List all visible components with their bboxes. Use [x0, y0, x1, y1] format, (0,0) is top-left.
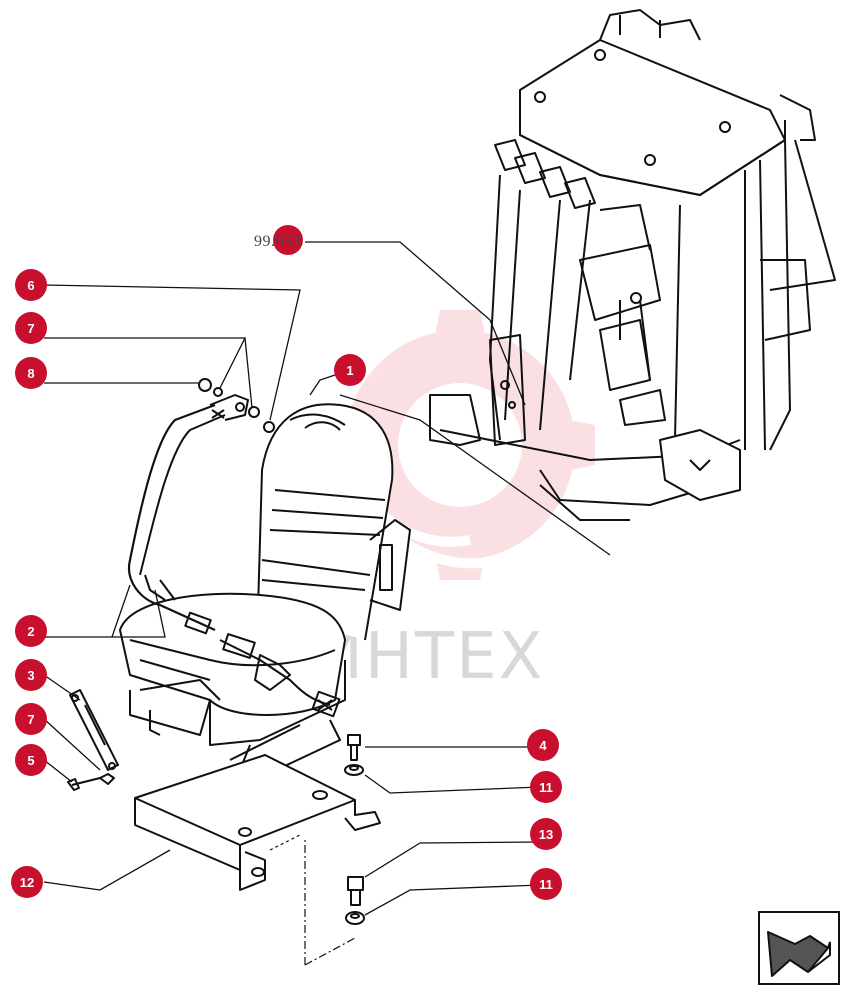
- callout-4: 4: [527, 729, 559, 761]
- mounting-plate-drawing: [134, 754, 381, 966]
- callout-label: 3: [27, 668, 34, 683]
- callout-2: 2: [15, 615, 47, 647]
- callout-label: 2: [27, 624, 34, 639]
- callout-1: 1: [334, 354, 366, 386]
- callout-label: 6: [27, 278, 34, 293]
- callout-label: 11: [539, 780, 553, 795]
- callout-label: 1: [346, 363, 353, 378]
- callout-label: 7: [27, 712, 34, 727]
- callout-label: 13: [539, 827, 553, 842]
- callout-label: 11: [539, 877, 553, 892]
- callout-label: 12: [20, 875, 34, 890]
- callout-13: 13: [530, 818, 562, 850]
- reference-code-text: 99.653: [254, 233, 301, 250]
- callout-label: 4: [539, 738, 547, 753]
- callout-11-top: 11: [530, 771, 562, 803]
- cab-drawing: [429, 9, 836, 521]
- callout-7-top: 7: [15, 312, 47, 344]
- callout-5: 5: [15, 744, 47, 776]
- callout-label: 8: [27, 366, 34, 381]
- bolt-washer-drawing: [344, 734, 365, 925]
- callout-11-bottom: 11: [530, 868, 562, 900]
- callout-6: 6: [15, 269, 47, 301]
- callout-8: 8: [15, 357, 47, 389]
- callout-12: 12: [11, 866, 43, 898]
- reference-code: 99.653: [254, 225, 303, 255]
- callout-7-bottom: 7: [15, 703, 47, 735]
- callout-label: 7: [27, 321, 34, 336]
- leader-lines: [43, 241, 611, 916]
- seat-drawing: [119, 378, 411, 781]
- callout-label: 5: [27, 753, 34, 768]
- callout-3: 3: [15, 659, 47, 691]
- strap-part-drawing: [67, 689, 119, 791]
- arrow-next-page-icon[interactable]: [758, 911, 840, 985]
